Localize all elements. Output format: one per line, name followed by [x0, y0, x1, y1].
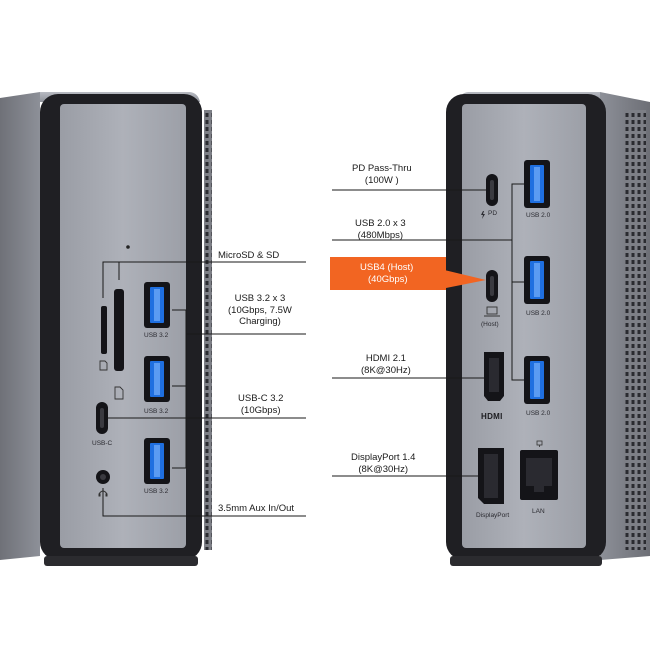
laptop-icon [484, 306, 500, 317]
port-label-lan: LAN [532, 508, 545, 515]
usb20-port-1[interactable] [524, 160, 550, 208]
right-dock-unit [204, 92, 650, 566]
callout-aux: 3.5mm Aux In/Out [218, 503, 295, 514]
callout-pd: PD Pass-Thru (100W ) [352, 163, 412, 186]
port-label-usb32-3: USB 3.2 [144, 488, 169, 495]
right-side-vents [624, 110, 646, 550]
port-label-usb20-3: USB 2.0 [526, 410, 551, 417]
right-unit-panel [462, 104, 586, 548]
port-label-host: (Host) [481, 321, 499, 328]
port-label-usb32-1: USB 3.2 [144, 332, 169, 339]
usb32-port-1[interactable] [144, 282, 170, 328]
left-unit-base [44, 556, 198, 566]
callout-usb32: USB 3.2 x 3 (10Gbps, 7.5W Charging) [228, 293, 292, 327]
lan-port[interactable] [520, 450, 558, 500]
usb20-port-3[interactable] [524, 356, 550, 404]
callout-usbc32: USB-C 3.2 (10Gbps) [238, 393, 284, 416]
port-label-usb-c: USB-C [92, 440, 113, 447]
sd-slot[interactable] [114, 289, 124, 371]
callout-usb4-host: USB4 (Host) (40Gbps) [330, 257, 446, 290]
port-label-usb32-2: USB 3.2 [144, 408, 169, 415]
callout-displayport: DisplayPort 1.4 (8K@30Hz) [351, 452, 416, 475]
port-label-usb20-2: USB 2.0 [526, 310, 551, 317]
network-icon [536, 440, 543, 447]
callout-microsd-sd: MicroSD & SD [218, 250, 280, 261]
port-label-pd: PD [488, 210, 498, 217]
microsd-slot[interactable] [101, 306, 107, 354]
port-label-displayport: DisplayPort [476, 512, 510, 519]
callout-lines [102, 183, 524, 517]
usb20-port-2[interactable] [524, 256, 550, 304]
usb32-port-3[interactable] [144, 438, 170, 484]
status-led [126, 245, 130, 249]
left-side-vents [204, 110, 212, 550]
port-label-usb20-1: USB 2.0 [526, 212, 551, 219]
microsd-card-icon [99, 360, 108, 371]
left-dock-unit [0, 92, 202, 566]
left-unit-side [0, 92, 40, 560]
callout-hdmi: HDMI 2.1 (8K@30Hz) [361, 353, 411, 376]
usb32-port-2[interactable] [144, 356, 170, 402]
right-unit-base [450, 556, 602, 566]
callout-usb20: USB 2.0 x 3 (480Mbps) [355, 218, 406, 241]
sd-card-icon [114, 386, 124, 400]
hdmi-logo: HDMI [481, 412, 503, 421]
usb4-highlight-arrow [436, 268, 486, 290]
lightning-bolt-icon [481, 211, 485, 219]
